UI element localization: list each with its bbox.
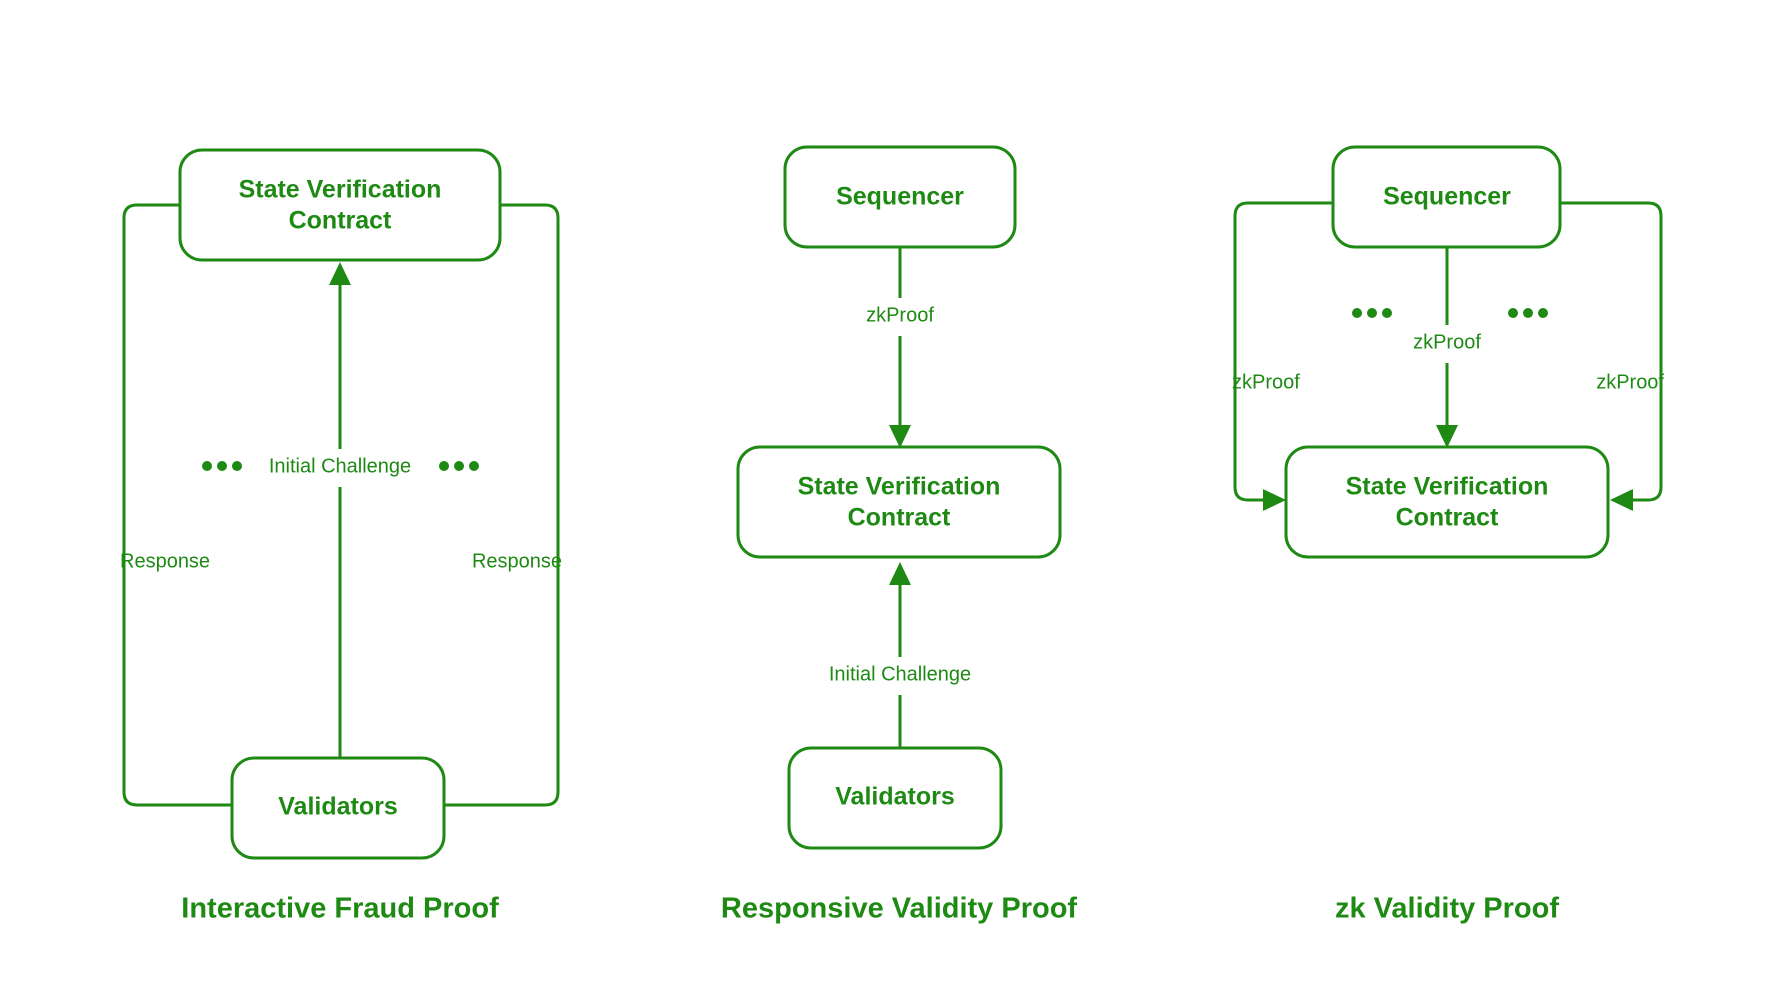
ellipsis-dot <box>469 461 479 471</box>
edge-zkproof-center-label: zkProof <box>1413 331 1481 353</box>
node-state-verification-contract-label-line1: State Verification <box>239 176 442 204</box>
edge-zkproof-right-label: zkProof <box>1596 371 1664 393</box>
node-validators[interactable] <box>230 756 446 860</box>
panel-zk-validity-proof: Sequencer State Verification Contract zk… <box>1232 145 1664 925</box>
ellipsis-dot <box>1382 308 1392 318</box>
edge-zkproof-left-line <box>1233 201 1333 502</box>
ellipsis-dot <box>1367 308 1377 318</box>
panel-caption-zk-validity-proof: zk Validity Proof <box>1335 893 1559 925</box>
edge-zkproof-left-arrowhead <box>1263 489 1286 511</box>
node-sequencer-label: Sequencer <box>1383 183 1511 211</box>
edge-initial-challenge-arrowhead <box>329 262 351 285</box>
node-state-verification-contract-label-line2: Contract <box>848 504 951 532</box>
edge-response-left-line <box>122 203 232 807</box>
edge-zkproof-right-arrowhead <box>1610 489 1633 511</box>
node-state-verification-contract-label-line1: State Verification <box>1346 473 1549 501</box>
ellipsis-dot <box>1538 308 1548 318</box>
node-state-verification-contract[interactable] <box>178 148 502 262</box>
panel-interactive-fraud-proof: State Verification Contract Validators I… <box>120 148 562 925</box>
zkproof-center-label-bg <box>1402 325 1492 363</box>
panel-responsive-validity-proof: Sequencer State Verification Contract Va… <box>721 145 1077 925</box>
ellipsis-dot <box>232 461 242 471</box>
node-state-verification-contract-label-line2: Contract <box>1396 504 1499 532</box>
edge-response-right-label: Response <box>472 550 562 572</box>
ellipsis-left <box>202 461 242 471</box>
ellipsis-dot <box>217 461 227 471</box>
ellipsis-dot <box>1352 308 1362 318</box>
ellipsis-dot <box>1523 308 1533 318</box>
edge-response-left-label: Response <box>120 550 210 572</box>
panel-caption-interactive-fraud-proof: Interactive Fraud Proof <box>181 893 499 925</box>
edge-initial-challenge-label: Initial Challenge <box>829 663 971 685</box>
edge-zkproof-arrowhead <box>889 425 911 448</box>
initial-challenge-label-bg <box>818 657 984 695</box>
ellipsis-left <box>1352 308 1392 318</box>
initial-challenge-label-bg <box>258 449 424 487</box>
edge-zkproof-right-line <box>1560 201 1663 502</box>
zkproof-label-bg <box>855 298 945 336</box>
edge-zkproof-center-arrowhead <box>1436 425 1458 448</box>
ellipsis-dot <box>202 461 212 471</box>
ellipsis-right <box>439 461 479 471</box>
edge-initial-challenge-label: Initial Challenge <box>269 455 411 477</box>
node-sequencer[interactable] <box>783 145 1017 249</box>
edge-zkproof-left-label: zkProof <box>1232 371 1300 393</box>
node-state-verification-contract[interactable] <box>1284 445 1610 559</box>
node-state-verification-contract[interactable] <box>736 445 1062 559</box>
ellipsis-dot <box>1508 308 1518 318</box>
node-sequencer-label: Sequencer <box>836 183 964 211</box>
panel-caption-responsive-validity-proof: Responsive Validity Proof <box>721 893 1077 925</box>
ellipsis-right <box>1508 308 1548 318</box>
edge-response-right-line <box>444 203 560 807</box>
node-validators[interactable] <box>787 746 1003 850</box>
node-validators-label: Validators <box>278 793 398 821</box>
node-sequencer[interactable] <box>1331 145 1562 249</box>
node-validators-label: Validators <box>835 783 955 811</box>
edge-zkproof-label: zkProof <box>866 304 934 326</box>
node-state-verification-contract-label-line1: State Verification <box>798 473 1001 501</box>
ellipsis-dot <box>439 461 449 471</box>
ellipsis-dot <box>454 461 464 471</box>
edge-initial-challenge-arrowhead <box>889 562 911 585</box>
node-state-verification-contract-label-line2: Contract <box>289 207 392 235</box>
